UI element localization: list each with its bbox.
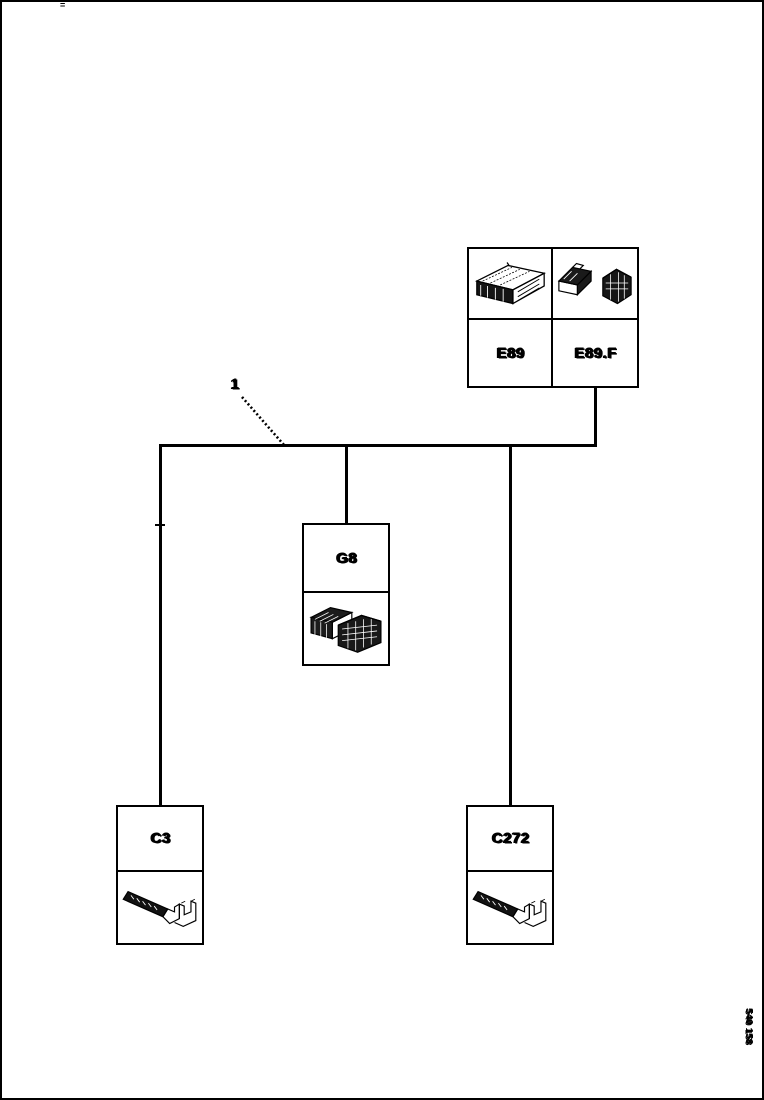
node-label-g8: G8 bbox=[335, 549, 357, 567]
node-box-c3: C3 bbox=[116, 805, 204, 945]
node-label-c3: C3 bbox=[149, 830, 171, 847]
node-label-cell: G8 bbox=[304, 525, 388, 593]
node-image-cell bbox=[118, 872, 202, 943]
connector-label-e89: E89 bbox=[495, 344, 525, 362]
harness-wire-to-g8 bbox=[345, 444, 348, 523]
connector-table-label-cell: E89 bbox=[469, 320, 553, 386]
callout-leader-line bbox=[241, 396, 285, 446]
terminal-bracket-isometric-icon bbox=[122, 890, 197, 927]
harness-wire-tick bbox=[155, 524, 165, 526]
control-unit-isometric-icon bbox=[476, 261, 545, 304]
node-label-cell: C272 bbox=[468, 807, 552, 872]
harness-wire-to-e89f bbox=[594, 387, 597, 445]
connector-label-e89f: E89.F bbox=[573, 344, 617, 362]
node-box-c272: C272 bbox=[466, 805, 554, 945]
callout-number: 1 bbox=[230, 376, 239, 393]
harness-wire-to-c272 bbox=[509, 444, 512, 805]
registration-mark: = bbox=[60, 0, 66, 10]
connector-table-image-cell bbox=[469, 249, 553, 320]
connector-block-isometric-icon bbox=[310, 606, 382, 653]
harness-wire-to-c3 bbox=[159, 444, 162, 805]
connector-table-label-cell: E89.F bbox=[553, 320, 637, 386]
node-image-cell bbox=[468, 872, 552, 943]
connector-table-image-cell bbox=[553, 249, 637, 320]
harness-wire-horizontal bbox=[160, 444, 597, 447]
connector-table: E89 E89.F bbox=[467, 247, 639, 388]
node-box-g8: G8 bbox=[302, 523, 390, 666]
node-label-cell: C3 bbox=[118, 807, 202, 872]
terminal-bracket-isometric-icon bbox=[472, 890, 547, 927]
document-number: 540 158 bbox=[744, 1008, 754, 1045]
node-image-cell bbox=[304, 593, 388, 664]
node-label-c272: C272 bbox=[491, 830, 529, 847]
connector-pair-isometric-icon bbox=[558, 262, 632, 304]
